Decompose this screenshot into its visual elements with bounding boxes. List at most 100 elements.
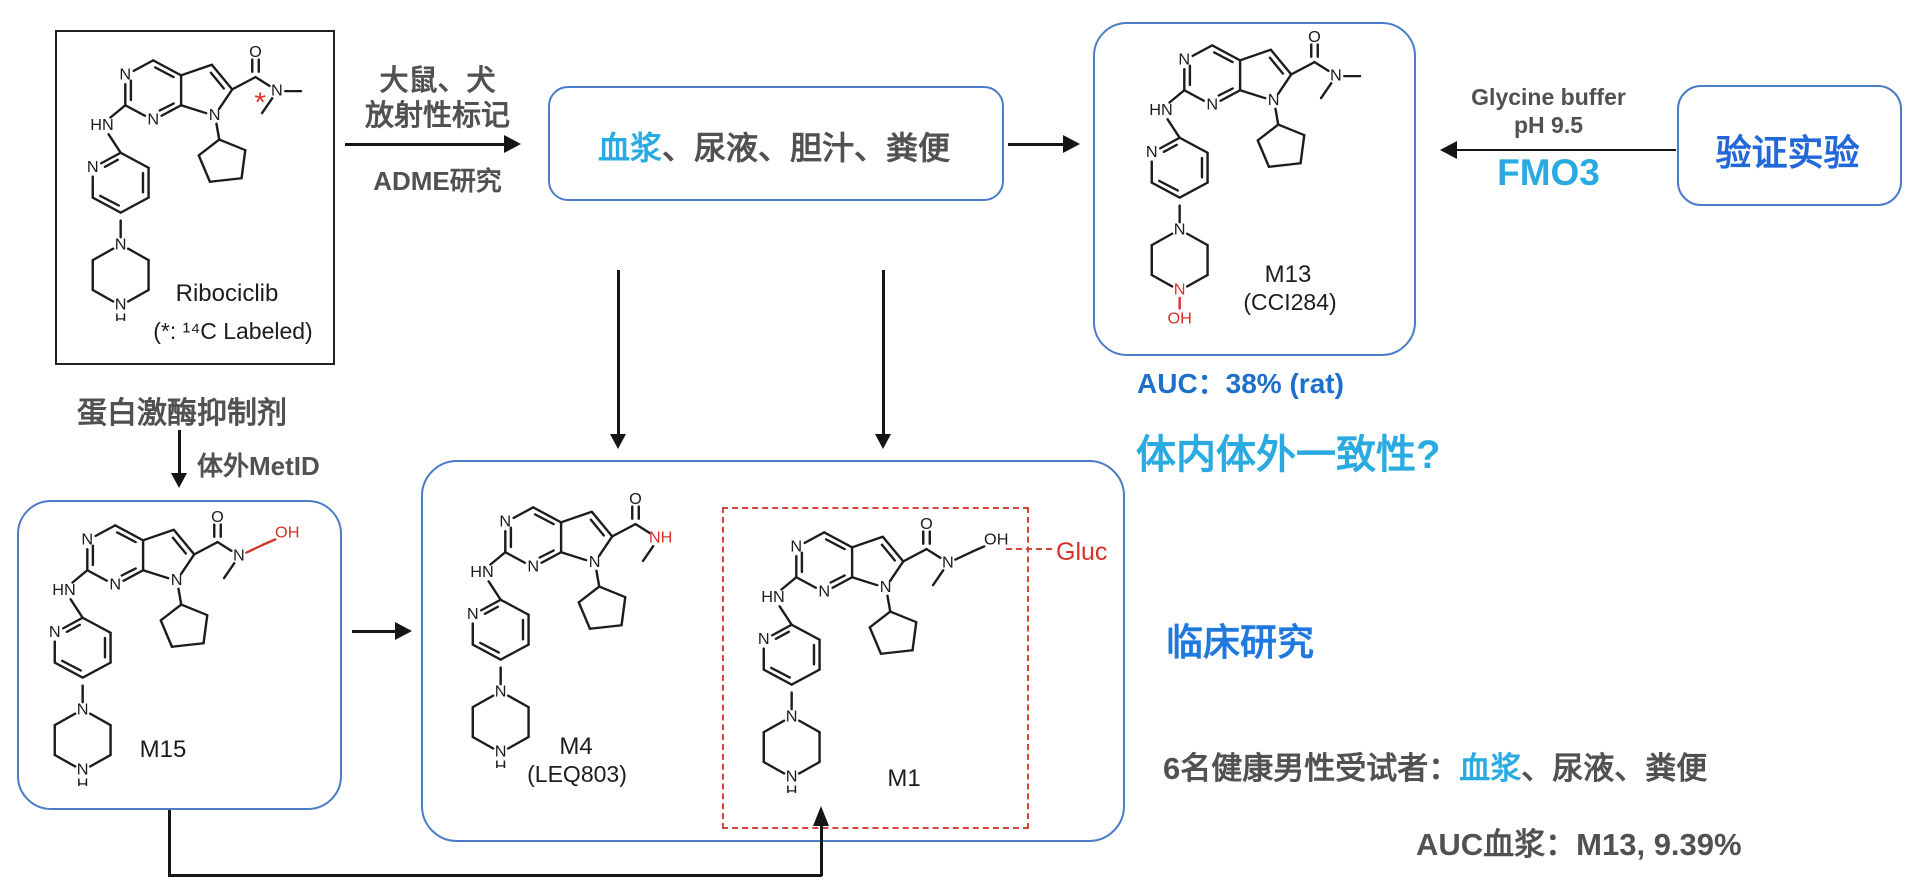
svg-text:N: N <box>880 580 892 597</box>
m13-sublabel: (CCI284) <box>1243 289 1337 315</box>
m4-caption: M4 <box>559 733 593 760</box>
matrices-box <box>548 86 1004 201</box>
svg-text:N: N <box>1206 97 1218 114</box>
clinical-subjects-plasma: 血浆 <box>1459 751 1522 786</box>
matrices-text: 血浆、尿液、胆汁、粪便 <box>548 123 1000 169</box>
gluc-label: Gluc <box>1056 538 1108 566</box>
svg-text:N: N <box>786 769 798 786</box>
svg-text:HN: HN <box>761 589 784 606</box>
svg-text:NH: NH <box>649 530 672 547</box>
down-arrow-right-head <box>875 434 891 449</box>
m1-dashed-box <box>722 507 1029 829</box>
svg-text:N: N <box>49 624 61 641</box>
glycine-line2: pH 9.5 <box>1513 112 1584 138</box>
svg-text:O: O <box>920 516 933 533</box>
svg-text:H: H <box>115 312 127 321</box>
svg-text:H: H <box>495 759 507 768</box>
kinase-inhibitor-label: 蛋白激酶抑制剂 <box>77 397 287 430</box>
validation-label: 验证实验 <box>1715 132 1860 173</box>
adme-arrow-head <box>504 135 521 153</box>
validation-box <box>1677 85 1902 206</box>
clinical-subjects-rest: 、尿液、粪便 <box>1521 751 1708 786</box>
fmo3-arrow-head <box>1440 141 1457 159</box>
svg-text:OH: OH <box>275 525 299 542</box>
svg-text:N: N <box>87 159 99 176</box>
svg-text:N: N <box>171 573 183 590</box>
down-arrow-right-line <box>882 270 885 436</box>
svg-text:N: N <box>77 702 89 719</box>
m13-auc-note: AUC：38% (rat) <box>1137 368 1344 399</box>
svg-text:N: N <box>495 744 507 761</box>
m15-to-m4-arrow-head <box>395 622 412 640</box>
gluc-connector-dash <box>1006 548 1052 550</box>
metid-arrow-head <box>171 473 187 488</box>
connector-up-arrow-head <box>813 806 829 826</box>
svg-text:N: N <box>790 539 802 556</box>
m13-caption: M13 <box>1264 261 1312 288</box>
svg-text:N: N <box>758 631 770 648</box>
svg-text:HN: HN <box>1149 102 1172 119</box>
svg-text:N: N <box>109 577 121 594</box>
svg-text:N: N <box>209 108 221 125</box>
consistency-question: 体内体外一致性? <box>1136 433 1441 477</box>
ribociclib-caption: Ribociclib <box>175 280 279 307</box>
glycine-line1: Glycine buffer <box>1471 84 1626 110</box>
clinical-subjects-prefix: 6名健康男性受试者： <box>1163 751 1460 786</box>
svg-text:N: N <box>818 584 830 601</box>
svg-text:O: O <box>249 44 262 61</box>
fmo3-arrow-line <box>1455 148 1676 151</box>
svg-text:HN: HN <box>90 117 113 134</box>
m15-to-m4-arrow-line <box>352 630 396 633</box>
svg-text:*: * <box>254 87 266 118</box>
species-line1: 大鼠、犬 <box>379 65 496 97</box>
matrices-rest: 、尿液、胆汁、粪便 <box>662 130 951 166</box>
svg-text:N: N <box>495 684 507 701</box>
m4-sublabel: (LEQ803) <box>527 761 627 787</box>
svg-text:N: N <box>589 555 601 572</box>
svg-text:N: N <box>499 514 511 531</box>
fmo3-label: FMO3 <box>1497 152 1600 193</box>
svg-text:N: N <box>1146 144 1158 161</box>
m15-box <box>17 500 342 810</box>
svg-text:N: N <box>942 555 954 572</box>
m13-box <box>1093 22 1416 356</box>
svg-text:N: N <box>1268 93 1280 110</box>
down-arrow-left-head <box>610 434 626 449</box>
svg-text:N: N <box>271 83 283 100</box>
ribociclib-label-note: (*: ¹⁴C Labeled) <box>153 318 313 344</box>
svg-text:N: N <box>527 559 539 576</box>
svg-text:N: N <box>1174 222 1186 239</box>
svg-text:OH: OH <box>1167 311 1191 328</box>
m4-m1-box <box>421 460 1125 842</box>
svg-text:N: N <box>1174 282 1186 299</box>
svg-text:HN: HN <box>52 582 75 599</box>
svg-text:N: N <box>147 112 159 129</box>
m15-caption: M15 <box>139 736 187 763</box>
to-m13-arrow-line <box>1008 143 1064 146</box>
m1-caption: M1 <box>887 765 921 792</box>
svg-text:N: N <box>115 297 127 314</box>
svg-text:N: N <box>77 762 89 779</box>
svg-text:N: N <box>119 67 131 84</box>
metid-label: 体外MetID <box>197 451 320 481</box>
connector-hline <box>168 874 822 877</box>
matrices-plasma: 血浆 <box>597 130 662 166</box>
adme-label: ADME研究 <box>373 166 502 196</box>
clinical-auc: AUC血浆：M13, 9.39% <box>1416 827 1742 862</box>
svg-text:H: H <box>77 777 89 786</box>
svg-text:OH: OH <box>984 532 1008 549</box>
metid-arrow-line <box>178 430 181 475</box>
svg-text:N: N <box>1330 68 1342 85</box>
adme-arrow-line <box>345 143 505 146</box>
svg-text:O: O <box>629 491 642 508</box>
down-arrow-left-line <box>617 270 620 436</box>
svg-text:H: H <box>786 784 798 793</box>
svg-text:HN: HN <box>470 564 493 581</box>
clinical-subjects: 6名健康男性受试者：血浆、尿液、粪便 <box>1163 743 1707 788</box>
